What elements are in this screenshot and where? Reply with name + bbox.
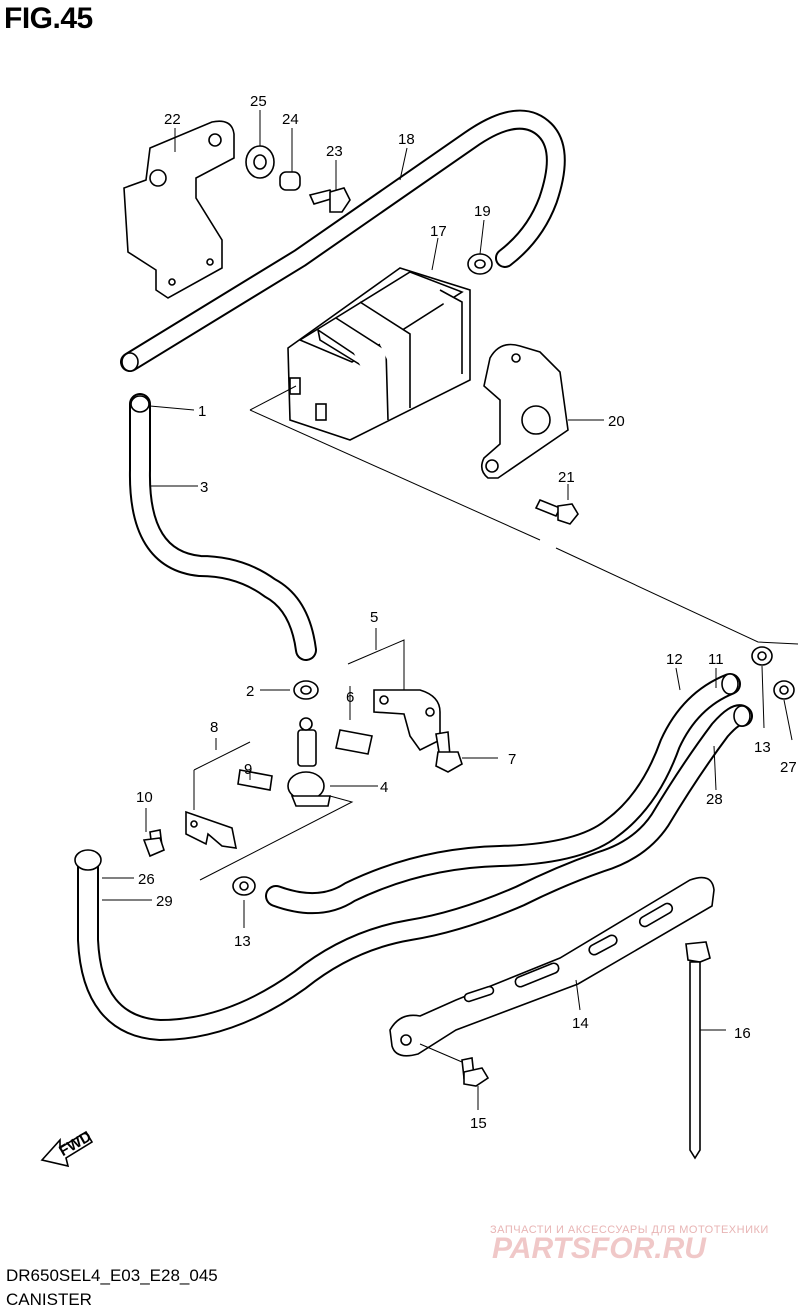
hose-3 <box>128 393 317 661</box>
bolt-21 <box>534 498 579 525</box>
collar-24 <box>279 171 301 191</box>
canister-17 <box>287 267 471 441</box>
callout-18: 18 <box>398 131 415 148</box>
bolt-23 <box>308 187 351 213</box>
bolt-7 <box>435 731 463 773</box>
callout-29: 29 <box>156 893 173 910</box>
callout-2: 2 <box>246 683 254 700</box>
clamp-19 <box>467 253 493 275</box>
diagram-caption: CANISTER <box>6 1290 92 1309</box>
screw-15 <box>461 1057 490 1087</box>
bracket-5 <box>373 689 441 752</box>
callout-12: 12 <box>666 651 683 668</box>
callout-8: 8 <box>210 719 218 736</box>
callout-11: 11 <box>708 651 724 668</box>
fwd-arrow-icon: FWD <box>40 1128 95 1168</box>
callout-25: 25 <box>250 93 267 110</box>
pad-9 <box>237 769 273 791</box>
clamp-13-lower <box>232 876 256 896</box>
clamp-2 <box>293 680 319 700</box>
callout-10: 10 <box>136 789 153 806</box>
callout-27: 27 <box>780 759 797 776</box>
callout-16: 16 <box>734 1025 751 1042</box>
clamp-13-upper <box>751 646 773 666</box>
callout-9: 9 <box>244 761 252 778</box>
callout-3: 3 <box>200 479 208 496</box>
callout-24: 24 <box>282 111 299 128</box>
watermark-tagline: ЗАПЧАСТИ И АКСЕССУАРЫ ДЛЯ МОТОТЕХНИКИ <box>490 1224 769 1236</box>
callout-4: 4 <box>380 779 388 796</box>
cable-tie-16 <box>685 941 711 1160</box>
grommet-25 <box>245 145 275 179</box>
callout-7: 7 <box>508 751 516 768</box>
callout-21: 21 <box>558 469 575 486</box>
callout-5: 5 <box>370 609 378 626</box>
callout-13-upper: 13 <box>754 739 771 756</box>
callout-17: 17 <box>430 223 447 240</box>
callout-15: 15 <box>470 1115 487 1132</box>
protector-14 <box>389 876 715 1057</box>
leader-lines <box>102 110 793 1110</box>
bracket-20 <box>480 343 569 479</box>
callout-20: 20 <box>608 413 625 430</box>
callout-26: 26 <box>138 871 155 888</box>
bracket-22 <box>123 120 235 299</box>
clamp-27 <box>773 680 795 700</box>
callout-28: 28 <box>706 791 723 808</box>
hose-18 <box>120 109 566 372</box>
callout-22: 22 <box>164 111 181 128</box>
figure-title: FIG.45 <box>4 2 93 35</box>
watermark-logo: PARTSFOR.RU <box>492 1232 706 1265</box>
hose-12 <box>265 673 741 915</box>
fwd-label: FWD <box>56 1128 94 1160</box>
callout-14: 14 <box>572 1015 589 1032</box>
hose-29 <box>74 704 753 1041</box>
callout-19: 19 <box>474 203 491 220</box>
callout-1: 1 <box>198 403 206 420</box>
valve-4 <box>287 717 331 807</box>
diagram-code: DR650SEL4_E03_E28_045 <box>6 1266 218 1285</box>
pad-6 <box>335 729 373 755</box>
screw-10 <box>142 829 165 858</box>
callout-labels: 1 2 3 4 5 6 7 8 9 10 11 12 13 13 14 15 1… <box>136 93 797 1132</box>
callout-6: 6 <box>346 689 354 706</box>
callout-13-lower: 13 <box>234 933 251 950</box>
bracket-8 <box>185 810 238 849</box>
callout-23: 23 <box>326 143 343 160</box>
